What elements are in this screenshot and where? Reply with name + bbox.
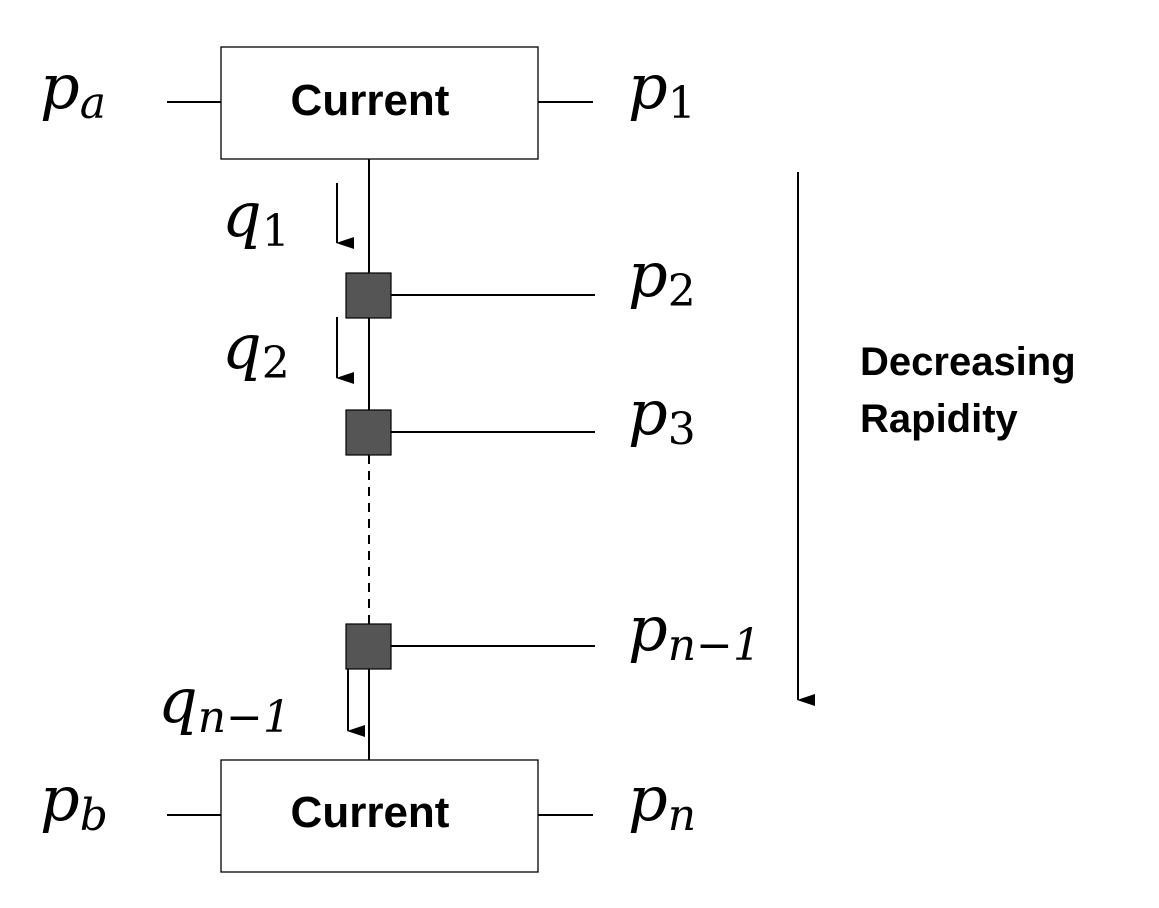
rapidity-label-line1: Decreasing [860, 340, 1076, 384]
momentum-label-pn: pn [628, 762, 696, 841]
vertex-p2 [345, 272, 392, 319]
momentum-label-pb: pb [40, 762, 108, 841]
bottom-current-label: Current [291, 788, 450, 837]
momentum-label-q1: q1 [222, 178, 290, 257]
top-current-label: Current [291, 76, 450, 125]
momentum-label-pn-1: pn−1 [628, 592, 761, 671]
bottom-current-box [220, 759, 539, 873]
rapidity-label-line2: Rapidity [860, 397, 1019, 441]
momentum-label-qn-1: qn−1 [158, 664, 291, 743]
momentum-label-q2: q2 [222, 310, 290, 389]
vertex-p3 [345, 409, 392, 456]
vertex-pn-1 [345, 623, 392, 670]
top-current-box [220, 46, 539, 160]
momentum-label-p2: p2 [628, 238, 696, 317]
momentum-label-p1: p1 [628, 50, 696, 129]
momentum-label-pa: pa [40, 50, 106, 129]
momentum-label-p3: p3 [628, 376, 696, 455]
